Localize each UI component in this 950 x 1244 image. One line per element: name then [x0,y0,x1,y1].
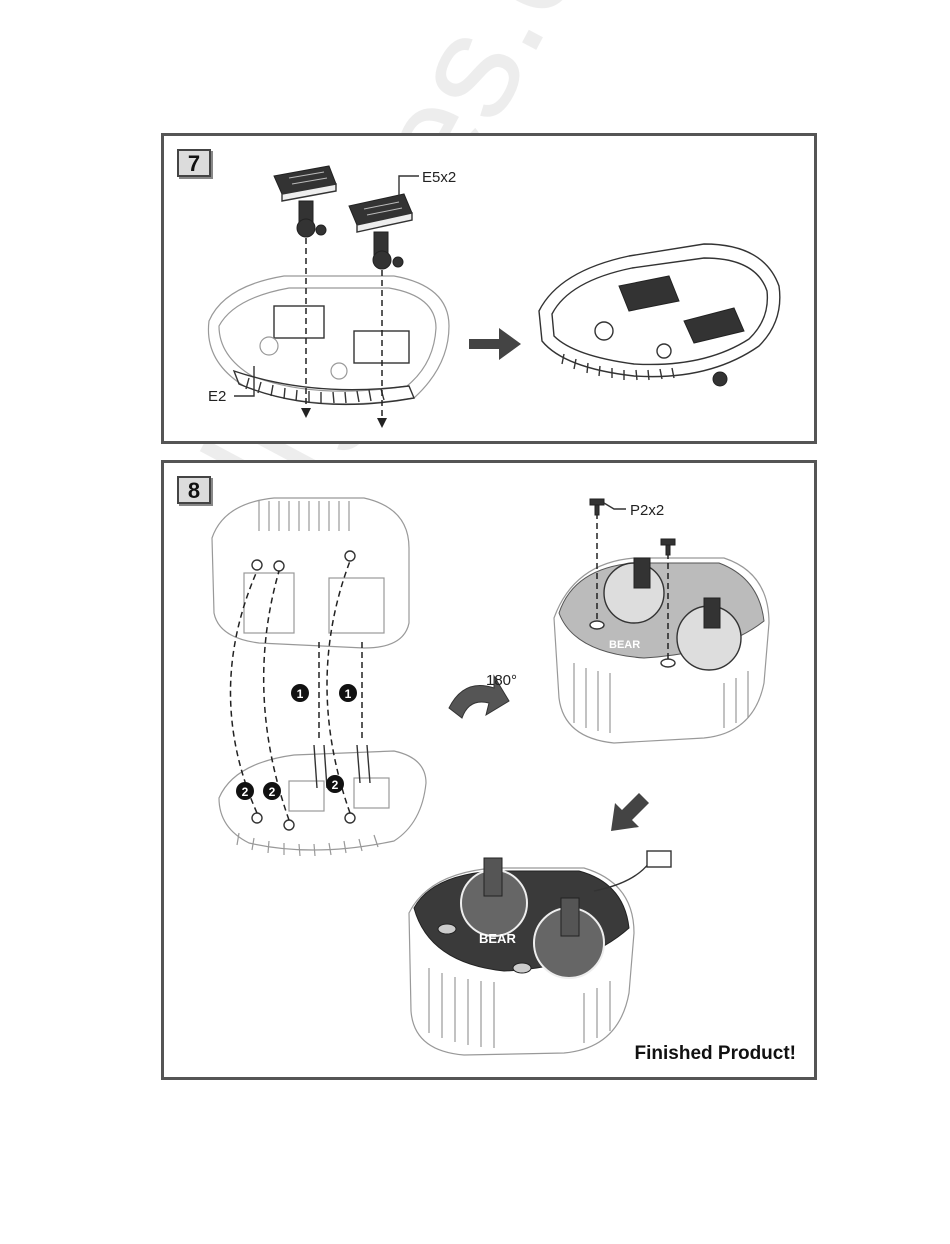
svg-text:2: 2 [269,785,276,799]
callout-2-a: 2 [236,782,254,800]
label-e2: E2 [208,388,226,405]
leader-e5 [399,176,419,196]
callout-2-c: 2 [326,775,344,793]
step-7-illustration: E5x2 E2 [164,136,814,441]
label-p2x2: P2x2 [630,502,664,519]
guide-arc-2 [264,571,289,820]
lower-shell [219,745,426,856]
screw-icon-2 [661,539,675,555]
arrowhead-left [301,408,311,418]
assembled-tray [539,244,780,386]
finished-product-label: Finished Product! [635,1043,797,1065]
arrowhead-right [377,418,387,428]
step-8-illustration: 1 1 2 2 2 180° [164,463,814,1077]
arrow-down-left-icon [611,793,649,831]
svg-text:1: 1 [297,687,304,701]
logo-bear: BEAR [479,931,516,946]
step-7-panel: 7 [161,133,817,444]
callout-1-left: 1 [291,684,309,702]
step-8-panel: 8 [161,460,817,1080]
svg-text:1: 1 [345,687,352,701]
rotation-label: 180° [486,672,517,689]
label-e5x2: E5x2 [422,169,456,186]
screw-icon-1 [590,499,604,515]
svg-text:2: 2 [242,785,249,799]
gimbal-part-e5-right [349,194,412,269]
callout-1-right: 1 [339,684,357,702]
finished-controller: BEAR [409,851,671,1055]
upper-shell [212,498,409,648]
svg-text:2: 2 [332,778,339,792]
rotate-180-icon: 180° [449,672,517,718]
base-tray-e2 [208,276,449,404]
callout-2-b: 2 [263,782,281,800]
arrow-right-icon [469,328,521,360]
controller-screwed: BEAR P2x2 [554,499,769,743]
logo-bear-small: BEAR [609,639,640,651]
gimbal-part-e5-left [274,166,336,237]
